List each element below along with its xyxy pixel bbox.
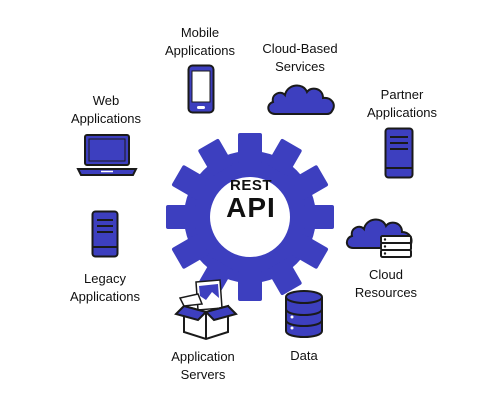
open-box-icon <box>174 279 238 341</box>
server-icon <box>91 210 119 258</box>
gear-label-rest: REST <box>229 177 272 194</box>
data-node <box>284 289 324 339</box>
cloud-resources-node <box>345 214 415 258</box>
label-data: Data <box>290 348 318 363</box>
laptop-icon <box>76 134 138 176</box>
label-cloud-based-services: Cloud-Based Services <box>262 41 338 74</box>
label-web-applications: Web Applications <box>70 93 142 126</box>
cloud-icon <box>267 84 335 115</box>
app-servers-node <box>174 278 238 341</box>
cloud-based-node <box>265 78 339 118</box>
mobile-node <box>187 64 215 114</box>
label-application-servers: Application Servers <box>171 349 235 382</box>
label-partner-applications: Partner Applications <box>366 87 438 120</box>
label-legacy-applications: Legacy Applications <box>69 271 141 304</box>
gear-icon <box>166 133 334 301</box>
label-cloud-resources: Cloud Resources <box>354 267 418 300</box>
rest-api-gear <box>160 127 340 307</box>
legacy-node <box>91 210 119 258</box>
cloud-storage-icon <box>345 218 413 258</box>
web-node <box>76 133 138 177</box>
gear-label-api: API <box>226 192 276 223</box>
partner-node <box>384 127 414 179</box>
database-icon <box>285 290 323 338</box>
server-icon <box>384 127 414 179</box>
label-mobile-applications: Mobile Applications <box>164 25 236 58</box>
smartphone-icon <box>187 64 215 114</box>
gear-center-label: REST API <box>206 178 296 222</box>
